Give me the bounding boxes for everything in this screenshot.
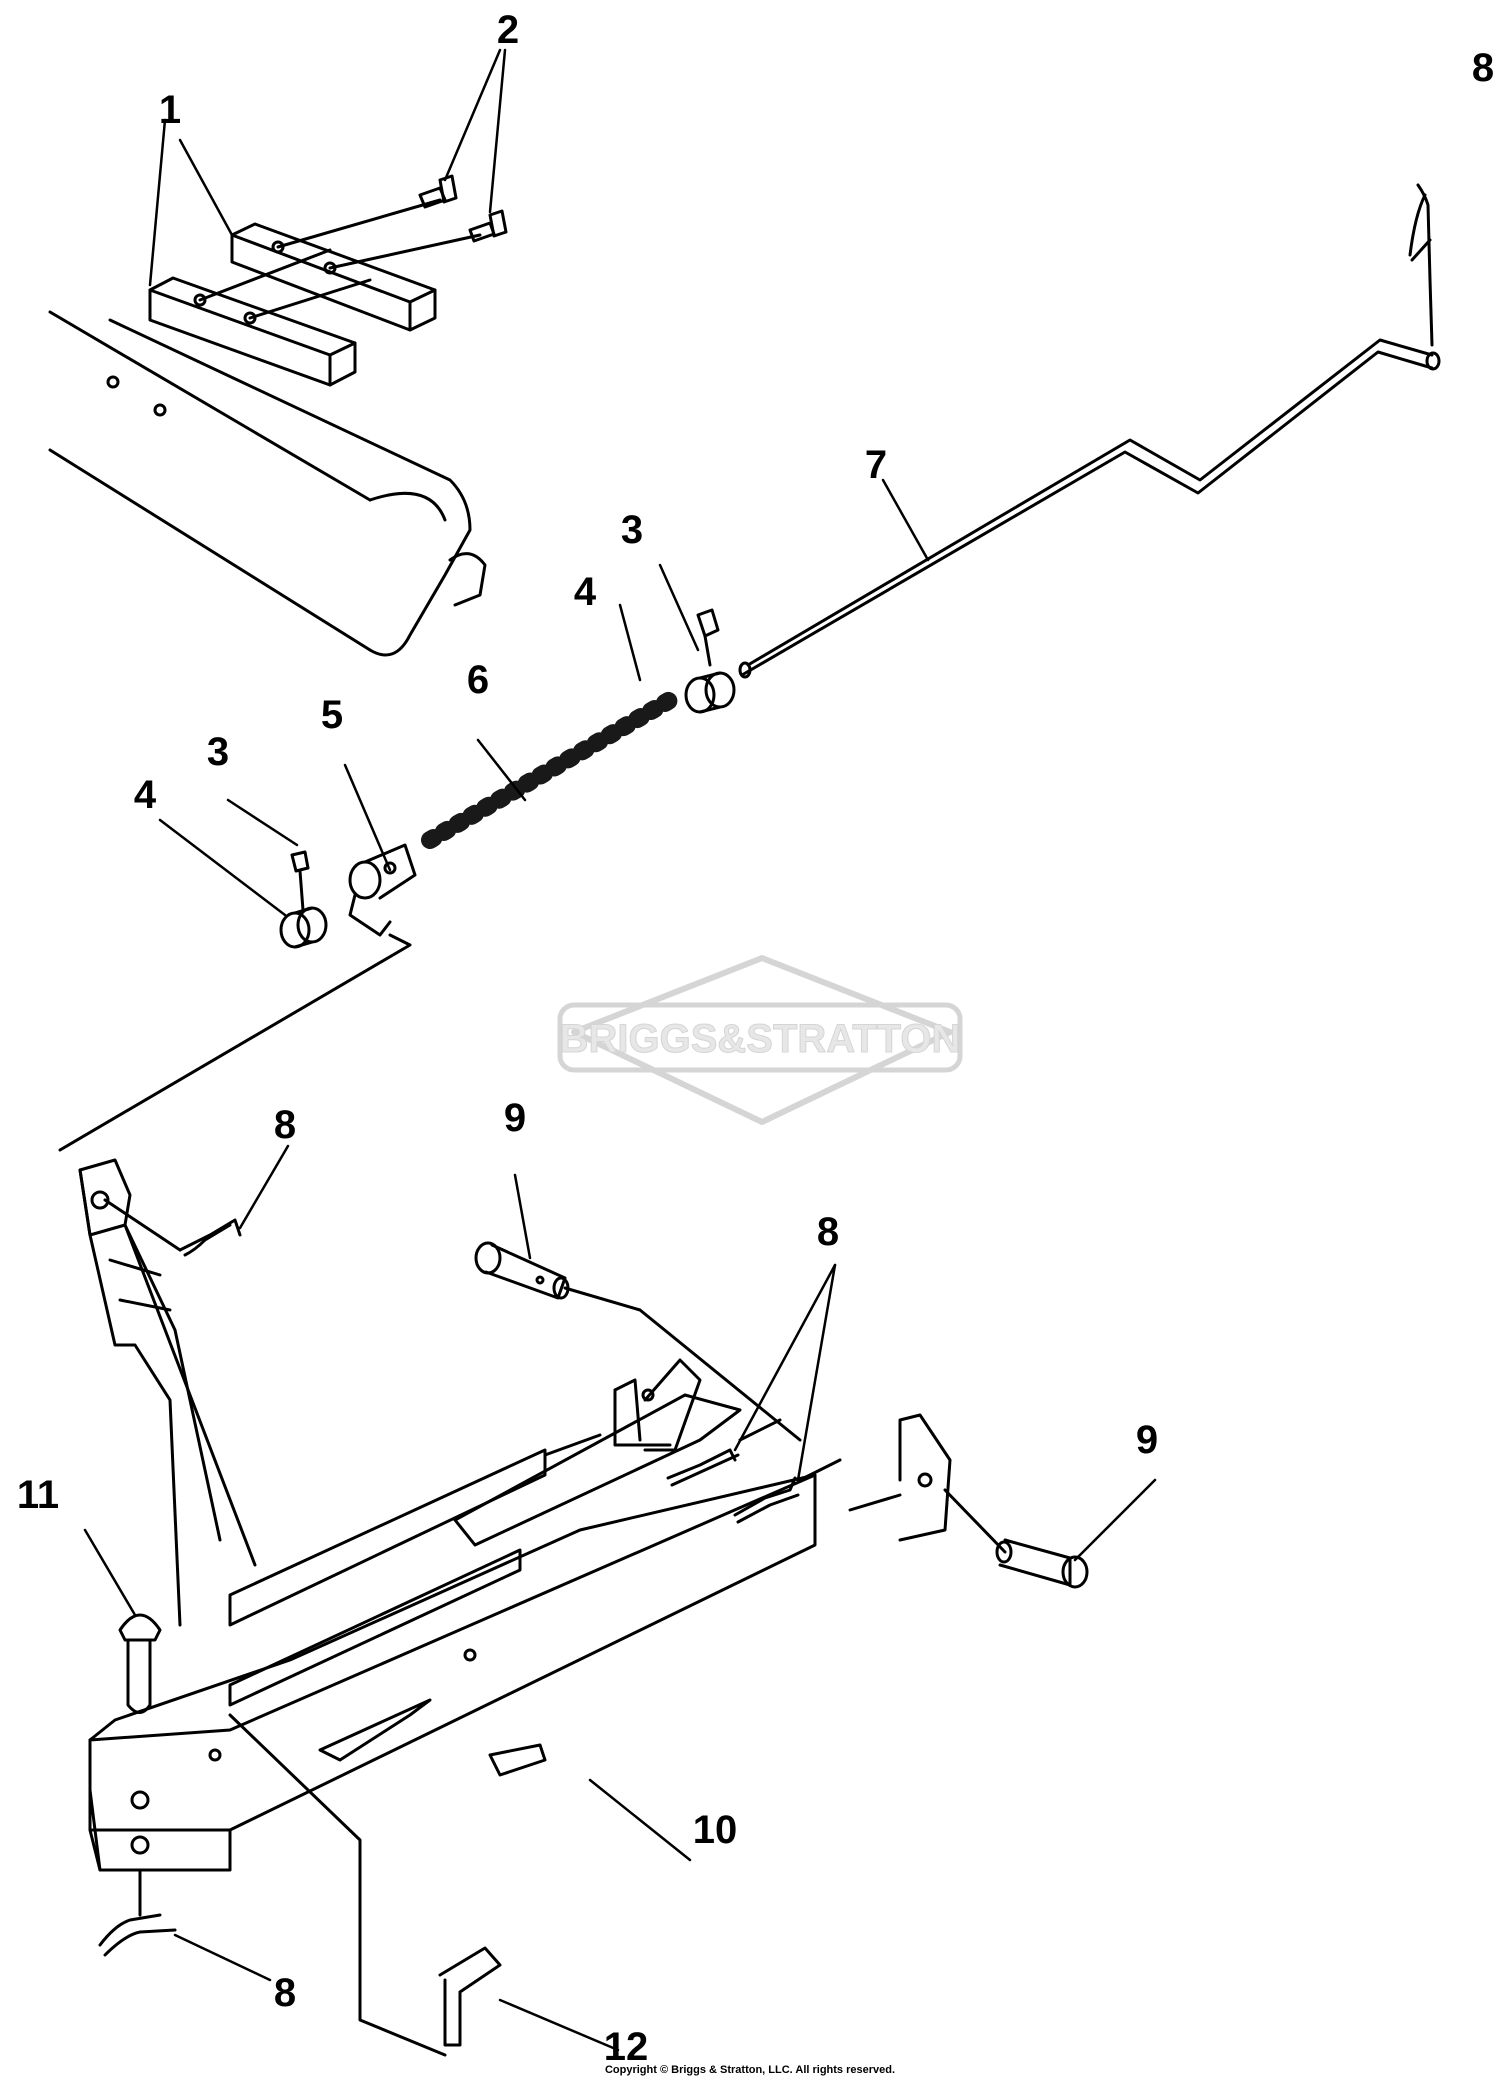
callout-11: 11	[16, 1473, 60, 1517]
callout-5: 5	[320, 693, 344, 737]
leader-lines	[83, 48, 1157, 2052]
clevis-pin-lower	[943, 1488, 1089, 1589]
hairpin-cotter-top	[1408, 183, 1434, 347]
plow-blade	[48, 310, 487, 657]
callout-8-left: 8	[273, 1103, 297, 1147]
callout-7: 7	[864, 443, 888, 487]
callout-4-upper: 4	[573, 570, 597, 614]
a-frame-hitch	[78, 1158, 952, 1872]
collar-upper	[684, 671, 736, 714]
l-pin	[228, 1713, 502, 2057]
elbow-link	[58, 843, 417, 1152]
callout-6: 6	[466, 658, 490, 702]
callout-1: 1	[158, 88, 182, 132]
clevis-pin-upper	[474, 1241, 802, 1442]
hairpin-cotter-bottom	[98, 1868, 177, 1957]
hairpin-cotter-left	[103, 1198, 242, 1257]
briggs-stratton-logo-watermark: BRIGGS&STRATTON	[557, 955, 963, 1125]
callout-9-lower: 9	[1135, 1418, 1159, 1462]
watermark-text: BRIGGS&STRATTON	[560, 1017, 961, 1061]
callout-3-lower: 3	[206, 730, 230, 774]
callout-8-bottom: 8	[273, 1971, 297, 2015]
copyright-notice: Copyright © Briggs & Stratton, LLC. All …	[604, 2064, 896, 2076]
callout-2: 2	[496, 8, 520, 52]
set-screw-upper	[696, 608, 720, 667]
callout-3-upper: 3	[620, 508, 644, 552]
compression-spring	[421, 691, 683, 851]
trip-rod	[738, 338, 1441, 679]
set-screw-lower	[290, 850, 310, 912]
hairpin-cotter-center	[666, 1418, 782, 1487]
callout-8-top: 8	[1471, 46, 1495, 90]
hairpin-cotter-right	[733, 1458, 842, 1524]
hitch-pin	[118, 1613, 162, 1714]
carriage-bolts	[418, 174, 508, 243]
callout-10: 10	[692, 1808, 738, 1852]
collar-lower	[279, 906, 328, 949]
callout-9-upper: 9	[503, 1096, 527, 1140]
callout-4-lower: 4	[133, 773, 157, 817]
callout-12: 12	[603, 2025, 649, 2069]
callout-8-center: 8	[816, 1210, 840, 1254]
wear-bars	[148, 198, 482, 387]
